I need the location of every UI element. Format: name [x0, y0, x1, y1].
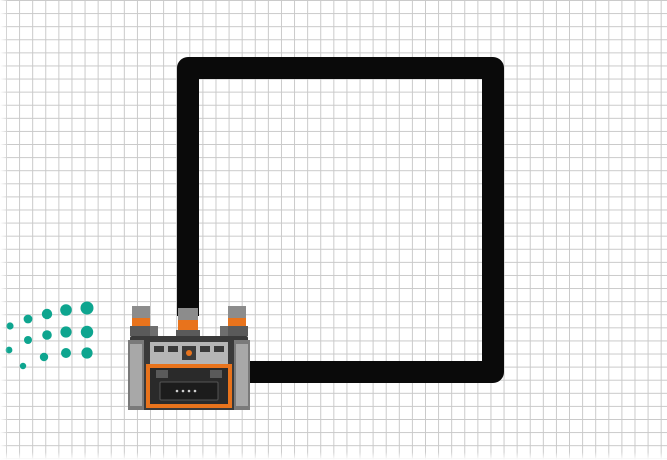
- edge-fade-left: [0, 0, 8, 460]
- edge-fade-bottom: [0, 452, 667, 460]
- dot-grid-logo-icon: [0, 296, 100, 376]
- line-follower-robot[interactable]: [128, 304, 250, 412]
